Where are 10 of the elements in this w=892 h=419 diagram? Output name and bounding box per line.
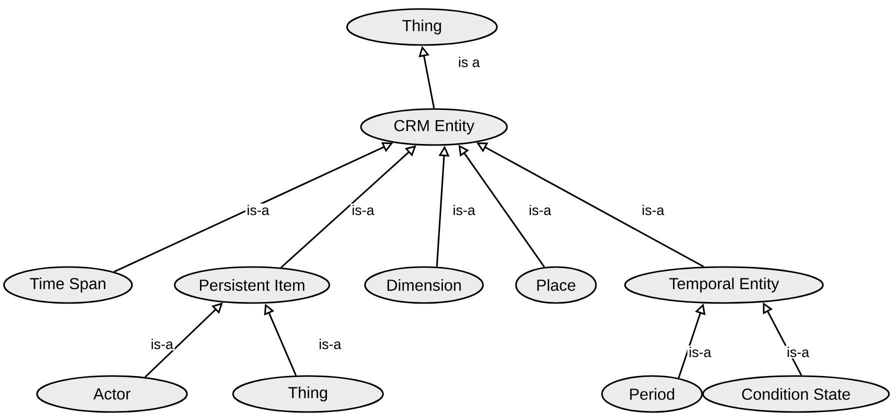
edge-label: is-a xyxy=(687,346,713,358)
edge-label: is-a xyxy=(527,204,553,216)
edge-label: is-a xyxy=(245,204,271,216)
edge-label: is-a xyxy=(317,338,343,350)
edge-label: is-a xyxy=(451,204,477,216)
edge-label: is-a xyxy=(640,204,666,216)
edge-label: is-a xyxy=(785,346,811,358)
edge-label: is-a xyxy=(350,204,376,216)
edge-label: is a xyxy=(456,56,482,68)
edge-label: is-a xyxy=(149,338,175,350)
